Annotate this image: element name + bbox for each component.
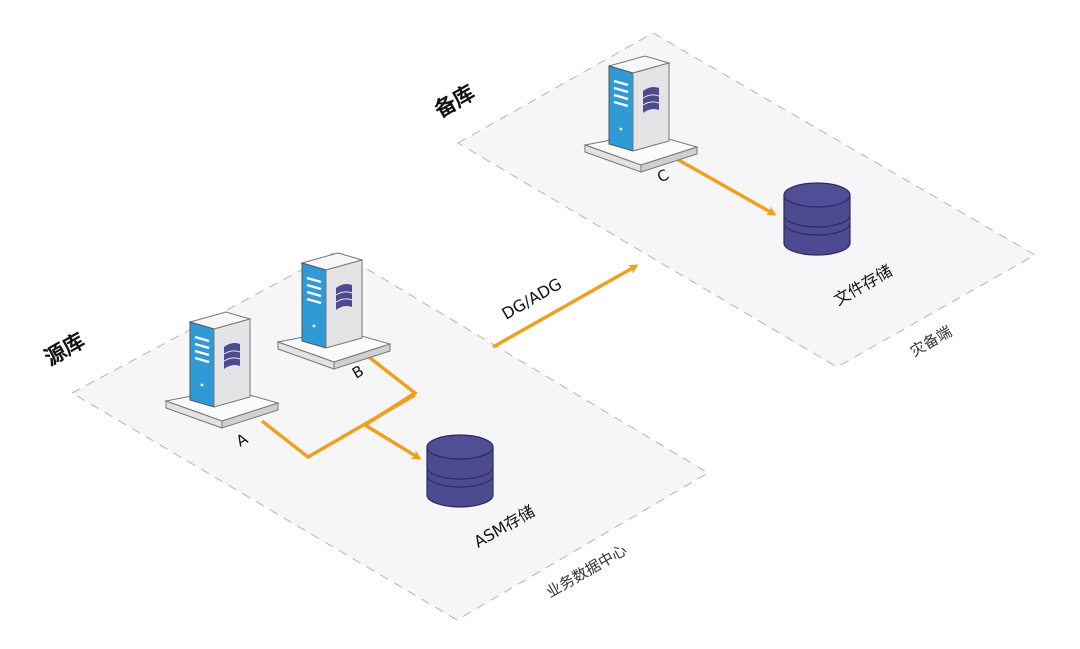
link-b-to-asm xyxy=(363,352,419,427)
link-c-to-file xyxy=(667,152,777,216)
zone-standby-title: 备库 xyxy=(430,81,479,123)
zone-primary-title: 源库 xyxy=(41,329,89,371)
asm-storage-icon xyxy=(426,434,494,508)
file-storage-icon xyxy=(783,182,851,256)
dg-adg-label: DG/ADG xyxy=(499,274,565,323)
link-junction-to-asm xyxy=(364,423,422,460)
zone-standby-footer: 灾备端 xyxy=(907,322,955,360)
link-dg-adg xyxy=(492,264,639,349)
